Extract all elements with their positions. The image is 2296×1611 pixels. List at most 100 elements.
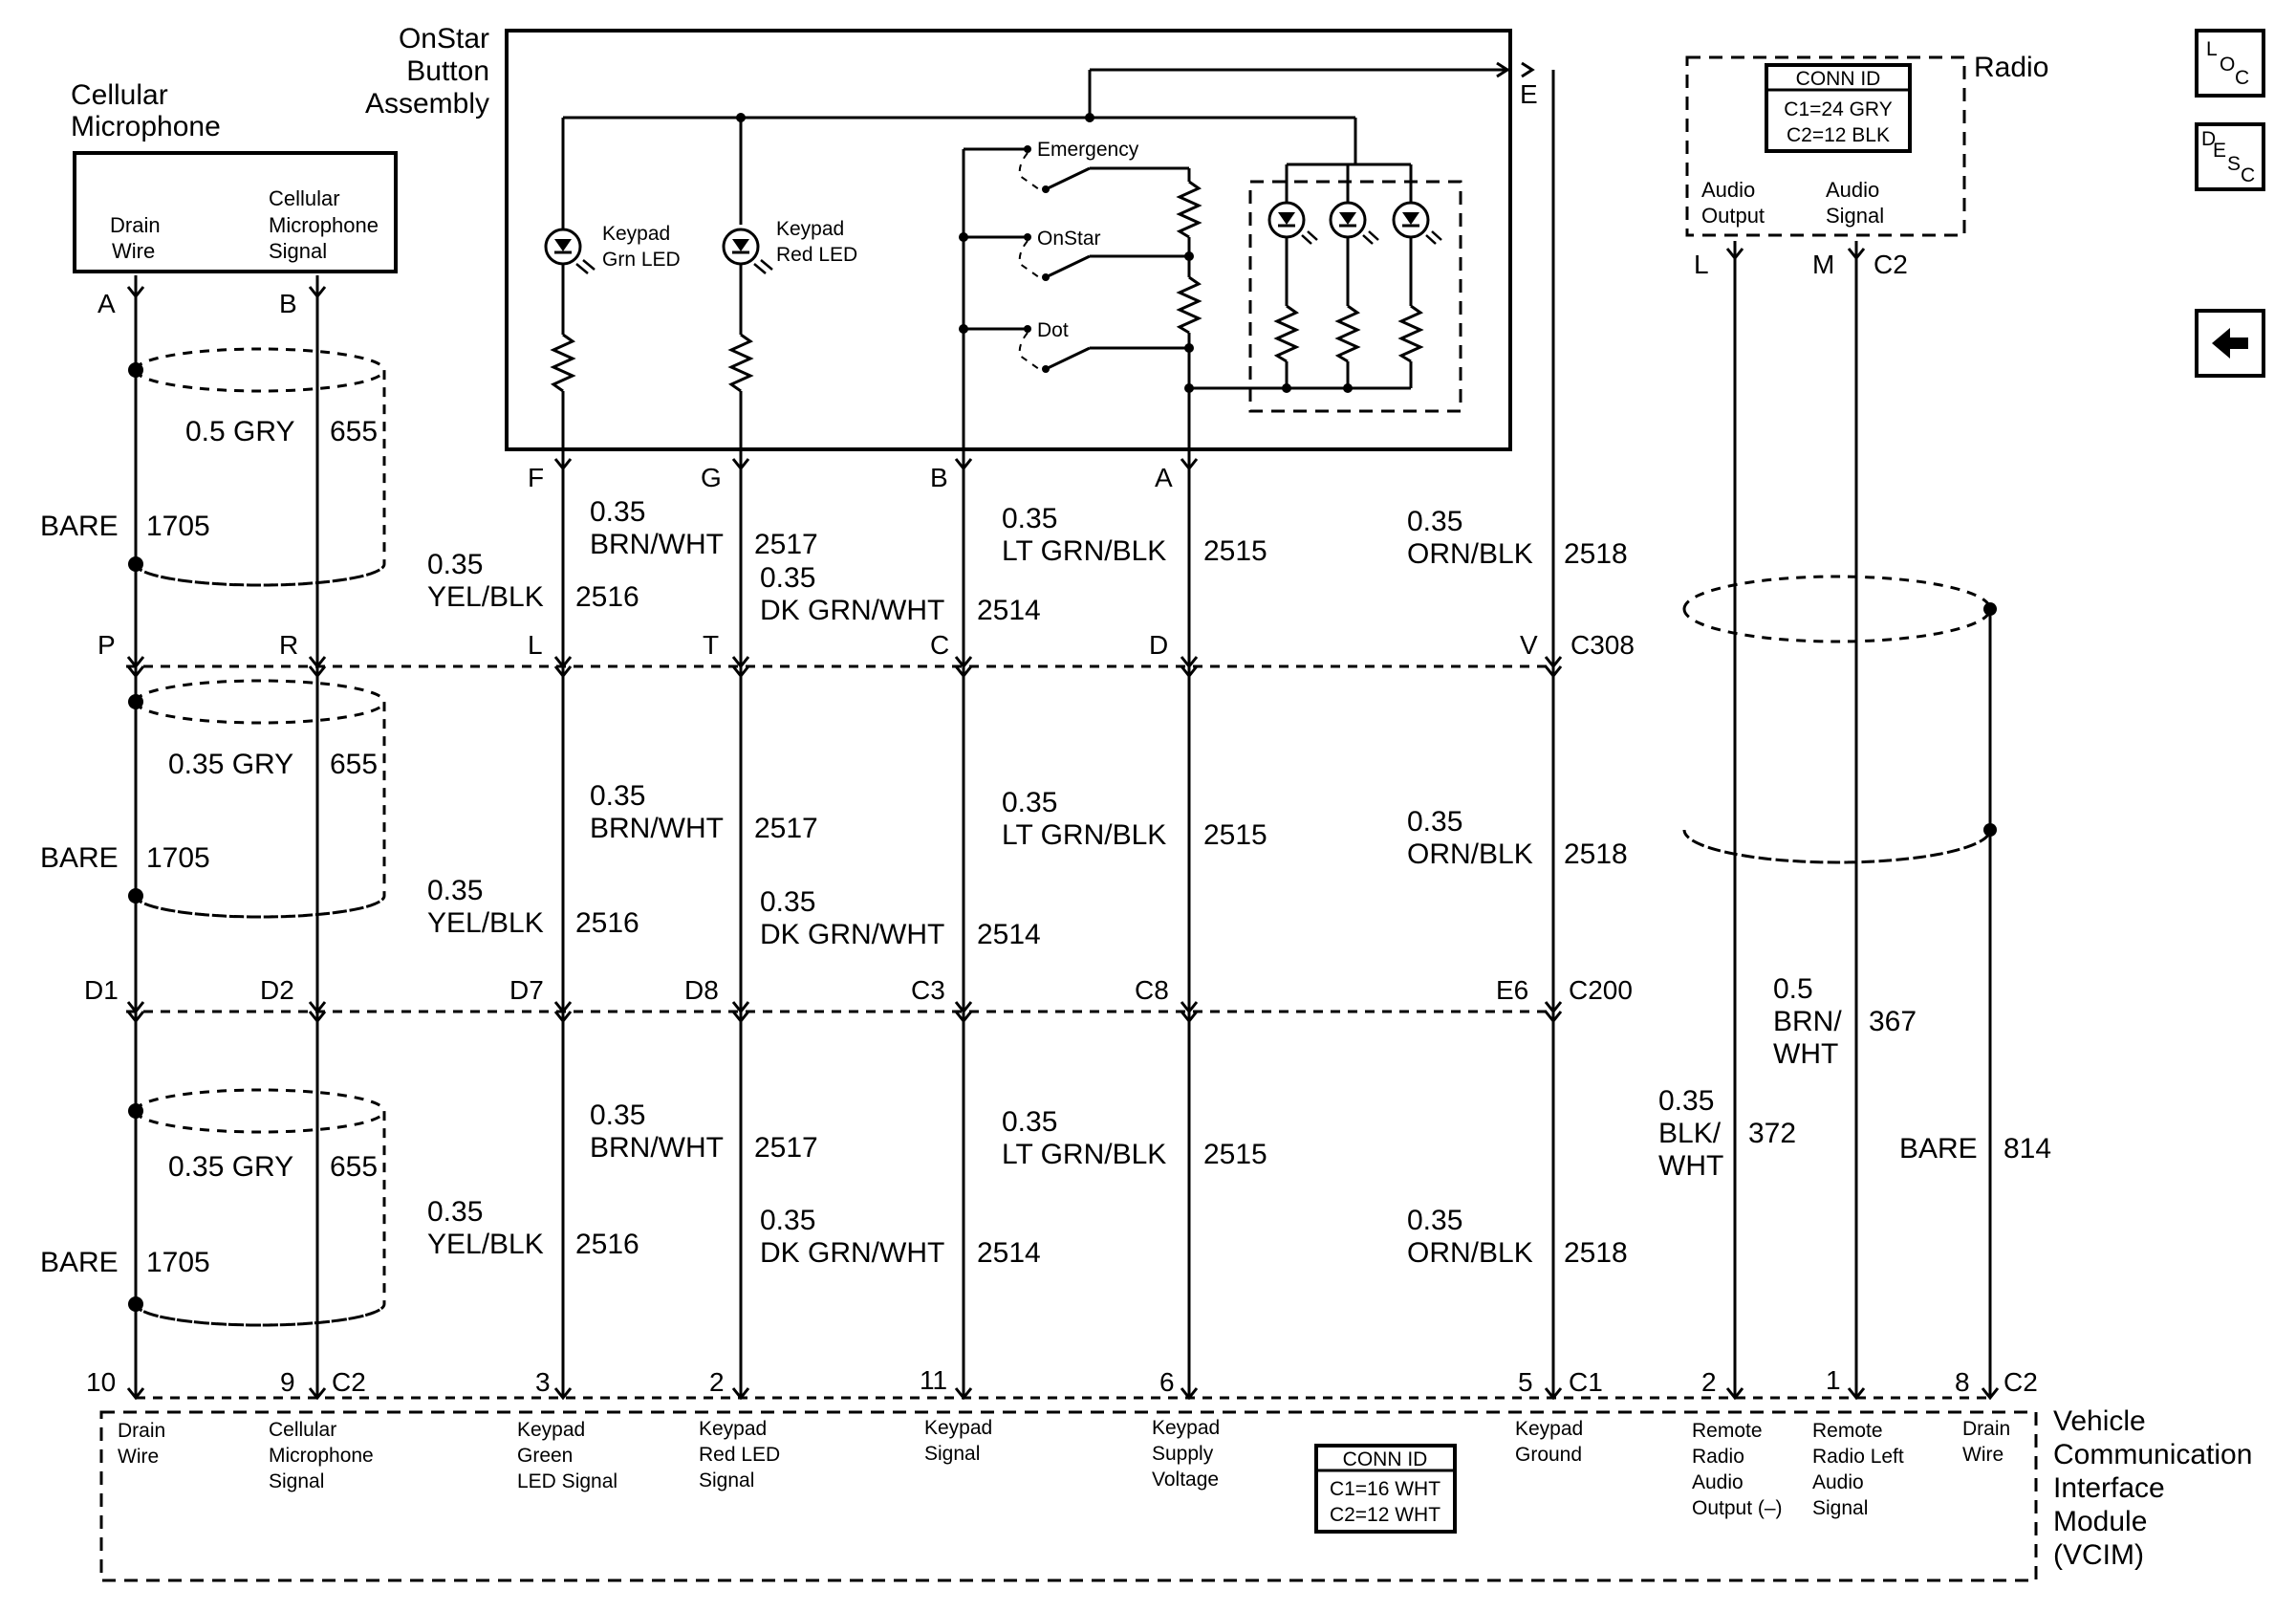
- desc-letter: D: [2201, 128, 2216, 150]
- top-pin-labels: A B F G B A E L M C2: [97, 79, 1908, 492]
- vcim-pin-label: Microphone: [269, 1445, 374, 1467]
- connector-chevron: [126, 1001, 145, 1014]
- pin-label: A: [1155, 463, 1173, 492]
- loc-letter: O: [2220, 54, 2235, 76]
- vcim-pin-label: Ground: [1515, 1444, 1582, 1466]
- cell-mic-title-1: Cellular: [71, 79, 168, 111]
- vcim-pin-label: Signal: [699, 1469, 754, 1491]
- vcim-pin-label: Keypad: [1515, 1418, 1583, 1440]
- cell-mic-pin-a-label-2: Wire: [112, 239, 155, 263]
- radio-conn-id-header: CONN ID: [1796, 68, 1881, 90]
- wire-circuit: 2514: [977, 595, 1041, 626]
- pin-label: R: [279, 630, 298, 660]
- pin-number: 9: [280, 1367, 295, 1397]
- pin-label: D: [1149, 630, 1168, 660]
- wire-label: 0.35 GRY: [168, 1151, 293, 1183]
- connector-chevron: [954, 1001, 973, 1014]
- loc-button[interactable]: L O C: [2195, 29, 2265, 98]
- desc-button[interactable]: D E S C: [2195, 122, 2265, 191]
- switch-onstar-label: OnStar: [1037, 228, 1101, 250]
- vcim-pin-label: Signal: [1812, 1497, 1868, 1519]
- wire-size: 0.35: [427, 1196, 483, 1228]
- vcim-pin-label: Keypad: [517, 1419, 585, 1441]
- wire-size: 0.35: [427, 875, 483, 906]
- left-arrow-icon: [2212, 328, 2248, 359]
- conn-label: C2: [2004, 1367, 2038, 1397]
- onstar-title-3: Assembly: [365, 88, 489, 120]
- connector-chevron: [1847, 248, 1866, 261]
- red-led-label-1: Keypad: [776, 218, 844, 240]
- vcim-pin-label: Audio: [1692, 1471, 1744, 1493]
- switch-emergency-label: Emergency: [1037, 139, 1139, 161]
- led-icon: [1392, 201, 1442, 245]
- wire-color: YEL/BLK: [427, 1229, 544, 1260]
- wire-color: BRN/WHT: [590, 1132, 724, 1164]
- wire-label: BARE: [40, 1247, 119, 1278]
- vcim-pin-label: Radio: [1692, 1446, 1744, 1468]
- vcim-pin-label: Supply: [1152, 1443, 1214, 1465]
- connector-chevron: [553, 1011, 573, 1024]
- vcim-pin-numbers: 10 9 C2 3 2 11 6 5 C1 2 1 8 C2: [86, 1365, 2038, 1397]
- wire-color: LT GRN/BLK: [1002, 535, 1166, 567]
- wire-size: 0.5: [1773, 973, 1813, 1005]
- conn-label: C2: [332, 1367, 366, 1397]
- connector-chevron: [308, 286, 327, 299]
- conn-label: C2: [1874, 250, 1908, 279]
- wire-color: ORN/BLK: [1407, 538, 1533, 570]
- connector-chevron: [308, 656, 327, 669]
- resistor-icon: [550, 333, 576, 393]
- switch-onstar-icon: [1045, 254, 1091, 279]
- pin-label: V: [1520, 630, 1538, 660]
- connector-chevron: [553, 1001, 573, 1014]
- wire-color: DK GRN/WHT: [760, 919, 944, 950]
- wire-circuit: 2514: [977, 1237, 1041, 1269]
- wire-color: DK GRN/WHT: [760, 1237, 944, 1269]
- onstar-box: [505, 29, 1512, 451]
- connector-chevron: [126, 1387, 145, 1401]
- connector-chevron: [1180, 1001, 1199, 1014]
- wire-size: 0.35: [1658, 1085, 1714, 1117]
- vcim-title-4: Module: [2053, 1506, 2147, 1537]
- conn-label: C1: [1569, 1367, 1603, 1397]
- vcim-pin-label: Drain: [1962, 1418, 2010, 1440]
- radio-pin-l-label-2: Output: [1701, 204, 1765, 228]
- wire-color: BRN/WHT: [590, 529, 724, 560]
- connector-chevron: [1981, 1387, 2000, 1401]
- connector-chevron: [954, 656, 973, 669]
- pin-number: 2: [709, 1367, 725, 1397]
- wire-circuit: 2515: [1203, 819, 1267, 851]
- connector-chevron: [308, 665, 327, 679]
- cell-mic-pin-b-label-1: Cellular: [269, 186, 340, 210]
- radio-shield: [1682, 575, 1997, 864]
- wires: [126, 70, 2000, 1401]
- vcim-conn-c2: C2=12 WHT: [1330, 1504, 1440, 1526]
- connector-chevron: [954, 1011, 973, 1024]
- pin-number: 11: [920, 1365, 947, 1395]
- shield-section-2: 0.35 GRY 655 BARE 1705: [40, 679, 386, 919]
- back-button[interactable]: [2195, 309, 2265, 378]
- connector-chevron: [1544, 656, 1563, 669]
- wire-color: ORN/BLK: [1407, 1237, 1533, 1269]
- wire-circuit: 814: [2004, 1133, 2051, 1165]
- connector-chevron: [308, 1387, 327, 1401]
- connector-chevron: [1180, 656, 1199, 669]
- wire-size: 0.35: [1407, 806, 1462, 838]
- connector-chevron: [954, 458, 973, 471]
- wire-2516-labels: 0.35 YEL/BLK 2516 0.35 YEL/BLK 2516 0.35…: [427, 549, 639, 1260]
- wire-label: 655: [330, 416, 378, 447]
- connector-chevron: [731, 1001, 750, 1014]
- wire-2517-labels: 0.35 BRN/WHT 2517 0.35 BRN/WHT 2517 0.35…: [590, 496, 818, 1164]
- connector-chevron: [1180, 1011, 1199, 1024]
- vcim-pin-label: Wire: [118, 1446, 159, 1468]
- connector-chevron: [731, 1387, 750, 1401]
- pin-number: 1: [1826, 1365, 1841, 1395]
- connector-chevron: [553, 458, 573, 471]
- loc-letter: C: [2235, 67, 2249, 89]
- radio-pin-l-label-1: Audio: [1701, 178, 1755, 202]
- pin-number: 3: [535, 1367, 551, 1397]
- wire-size: 0.35: [760, 1205, 815, 1236]
- pin-label: P: [97, 630, 116, 660]
- onstar-title-1: OnStar: [399, 23, 489, 54]
- c308-pin-labels: P R L T C D V C308: [97, 630, 1635, 660]
- wire-size: 0.35: [760, 562, 815, 594]
